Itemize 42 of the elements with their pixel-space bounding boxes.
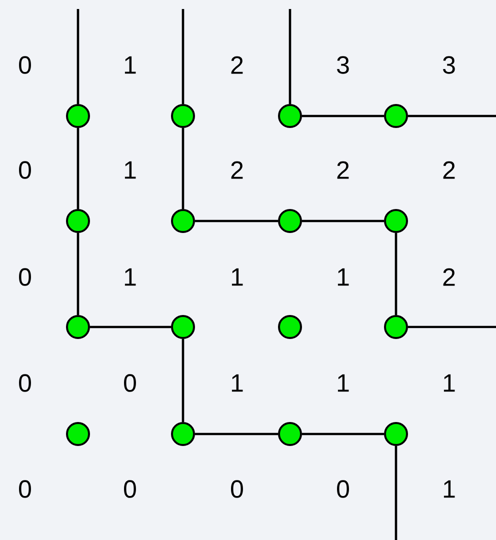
line xyxy=(195,220,278,222)
number: 2 xyxy=(443,268,455,286)
line xyxy=(76,128,80,209)
line xyxy=(302,114,384,118)
number: 0 xyxy=(337,480,349,498)
line xyxy=(408,326,496,328)
number: 2 xyxy=(443,161,455,179)
number: 0 xyxy=(19,161,31,179)
number: 0 xyxy=(231,480,243,498)
number: 2 xyxy=(337,161,349,179)
line xyxy=(76,9,80,104)
line xyxy=(302,432,384,436)
number: 1 xyxy=(338,374,349,392)
number: 2 xyxy=(231,56,243,74)
line xyxy=(394,233,398,315)
number: 0 xyxy=(124,374,136,392)
number: 3 xyxy=(337,56,349,74)
line xyxy=(90,326,171,328)
line xyxy=(394,446,398,540)
line xyxy=(182,9,184,104)
line xyxy=(302,220,384,222)
line xyxy=(288,9,292,104)
line xyxy=(76,233,80,315)
line xyxy=(408,114,496,118)
number: 2 xyxy=(231,161,243,179)
number: 0 xyxy=(19,56,31,74)
number: 3 xyxy=(443,56,455,74)
line xyxy=(182,128,184,209)
number: 1 xyxy=(444,480,455,498)
number: 1 xyxy=(232,374,243,392)
number: 1 xyxy=(124,56,136,74)
number: 0 xyxy=(19,374,31,392)
line xyxy=(182,339,184,422)
number: 1 xyxy=(124,268,136,286)
number: 1 xyxy=(232,268,243,286)
number: 0 xyxy=(124,480,136,498)
number: 1 xyxy=(124,161,136,179)
line xyxy=(195,432,278,436)
number: 0 xyxy=(19,480,31,498)
number: 0 xyxy=(19,268,31,286)
number: 1 xyxy=(444,374,455,392)
number: 1 xyxy=(338,268,349,286)
